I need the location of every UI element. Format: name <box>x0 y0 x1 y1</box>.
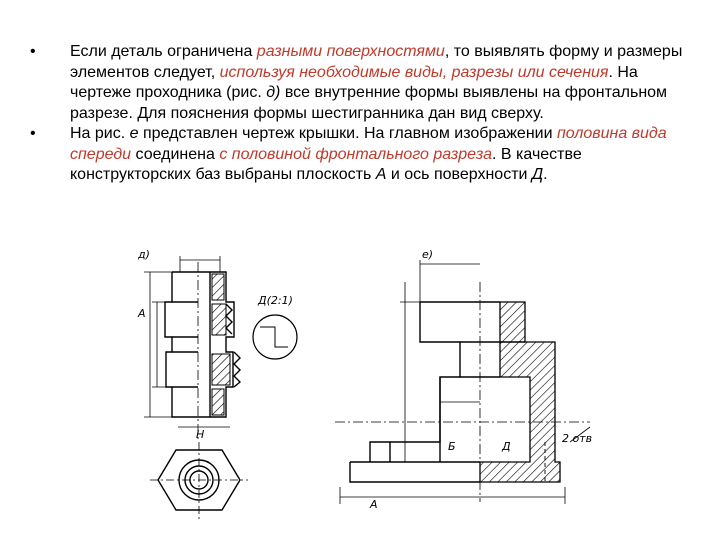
highlight-text: с половиной фронтального разреза <box>219 145 493 163</box>
paragraph-2: На рис. е представлен чертеж крышки. На … <box>70 124 690 186</box>
dim-label-holes: 2 отв <box>562 432 592 445</box>
text-run: . <box>543 166 548 183</box>
text-run: соединена <box>131 145 220 163</box>
figure-label-d: д) <box>137 248 150 261</box>
italic-text: Д <box>531 166 544 183</box>
bullet-item: • Если деталь ограничена разными поверхн… <box>30 42 690 124</box>
text-run: , то выявлять форму и размеры элементов … <box>70 43 683 81</box>
bullet-marker: • <box>30 43 36 60</box>
drawing-adapter: д) Д(2:1) А Н <box>137 248 298 520</box>
text-run: все внутренние формы выявлены на фронтал… <box>70 84 668 122</box>
text-run: . В качестве конструкторских баз выбраны… <box>70 145 582 184</box>
italic-text: А <box>375 166 387 183</box>
detail-label: Д(2:1) <box>257 294 293 307</box>
paragraph-1: Если деталь ограничена разными поверхнос… <box>70 42 690 124</box>
bullet-item: • На рис. е представлен чертеж крышки. Н… <box>30 124 690 186</box>
italic-text: е <box>129 125 139 142</box>
highlight-text: половина вида спереди <box>70 125 667 163</box>
text-run: На рис. <box>70 125 130 142</box>
text-run: и ось поверхности <box>386 166 532 183</box>
label-a: А <box>369 498 378 511</box>
label-d: Д <box>501 440 511 453</box>
label-b: Б <box>448 440 456 453</box>
highlight-text: используя необходимые виды, разрезы или … <box>219 63 609 81</box>
highlight-text: разными поверхностями <box>256 43 445 60</box>
base-label-a: А <box>137 307 146 320</box>
figure-label-e: е) <box>422 248 433 261</box>
italic-text: д) <box>266 84 281 101</box>
text-run: представлен чертеж крышки. На главном из… <box>138 125 557 142</box>
text-block: • Если деталь ограничена разными поверхн… <box>30 42 690 186</box>
text-run: Если деталь ограничена <box>70 43 257 60</box>
drawing-cover: е) Б Д А 2 отв <box>335 248 592 511</box>
bullet-marker: • <box>30 125 36 142</box>
dim-label-h: Н <box>196 428 204 441</box>
text-run: . На чертеже проходника (рис. <box>70 63 638 102</box>
